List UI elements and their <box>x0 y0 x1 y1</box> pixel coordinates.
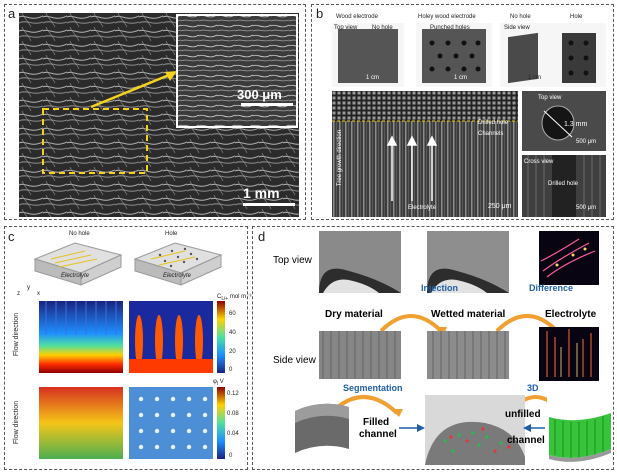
diameter-label: 1.3 mm <box>564 121 588 128</box>
segmentation-label: Segmentation <box>343 383 403 393</box>
drilled-hole-label: Drilled hole <box>548 181 579 187</box>
photo-title-nohole: No hole <box>510 14 531 20</box>
slab-diagrams <box>33 242 223 286</box>
filled-channel-l1: Filled <box>363 417 390 428</box>
sem-channels-image <box>332 91 518 217</box>
panel-b-label: b <box>316 6 324 21</box>
c-title-hole: Hole <box>165 231 178 237</box>
sem-cross-view <box>522 155 606 217</box>
main-scale-bar <box>243 203 295 206</box>
sem-top-view <box>522 91 606 151</box>
potential-heatmaps <box>39 387 225 459</box>
cbar1-tick-2: 20 <box>229 349 236 355</box>
ct-top-wetted <box>427 231 509 293</box>
filled-arrow <box>399 424 425 432</box>
inset-scale-bar <box>241 103 293 106</box>
difference-label: Difference <box>529 283 574 293</box>
panel-a-sem-image <box>19 13 299 217</box>
panel-c-label: c <box>8 229 15 244</box>
row-side-view: Side view <box>273 355 316 366</box>
segmentation-input <box>295 403 349 453</box>
wood-electrode-photo <box>332 23 404 87</box>
axis-y: y <box>27 285 30 291</box>
photo-title-hole: Hole <box>570 14 583 20</box>
filled-channel-l2: channel <box>359 429 397 440</box>
cbar1-tick-0: 60 <box>229 311 236 317</box>
ct-side-wetted <box>427 331 509 379</box>
cbar1-tick-1: 40 <box>229 330 236 336</box>
panel-a-label: a <box>8 6 16 21</box>
electrolyte-label-d: Electrolyte <box>545 309 597 320</box>
cbar2-tick-2: 0.04 <box>227 431 239 437</box>
photo-scale-3: 1 cm <box>528 75 542 81</box>
dry-material-label: Dry material <box>325 309 383 320</box>
axis-x: x <box>37 291 40 297</box>
holey-electrode-photo <box>416 23 492 87</box>
unfilled-channel-l1: unfilled <box>505 409 541 420</box>
channels-label: Channels <box>478 131 504 137</box>
panel-d: d Top view Side view Injection Differenc… <box>252 226 614 470</box>
photo-title-holey: Holey wood electrode <box>418 14 476 20</box>
ct-top-electrolyte <box>539 231 599 285</box>
panel-d-label: d <box>258 229 266 244</box>
cross-view-label: Cross view <box>524 159 554 165</box>
photo-tag-side: Side view <box>504 25 530 31</box>
axis-z: z <box>17 291 20 297</box>
panel-a: a 300 μm 1 mm <box>4 4 306 220</box>
scale-500-cross: 500 μm <box>576 205 597 211</box>
drilled-hole-label-left: Drilled hole <box>478 120 509 126</box>
channels-3d <box>547 395 613 465</box>
scale-500-top: 500 μm <box>576 139 597 145</box>
wetted-material-label: Wetted material <box>431 309 506 320</box>
cbar2-tick-3: 0 <box>229 453 233 459</box>
inset-scale-label: 300 μm <box>237 87 282 102</box>
top-view-label-b: Top view <box>538 95 562 101</box>
electrolyte-label-b: Electrolyte <box>408 205 437 211</box>
segmented-channels <box>425 395 525 465</box>
row-top-view: Top view <box>273 255 312 266</box>
three-d-label: 3D <box>527 383 539 393</box>
photo-tag-punched: Punched holes <box>430 25 470 31</box>
c-title-nohole: No hole <box>69 231 90 237</box>
side-view-photo <box>500 23 606 87</box>
injection-label: Injection <box>421 283 459 293</box>
concentration-heatmaps <box>39 301 225 373</box>
panel-c: c No hole Hole Electrolyte Electrolyte y… <box>4 226 252 470</box>
photo-tag-nohole: No hole <box>372 25 393 31</box>
photo-tag-top: Top view <box>334 25 358 31</box>
ct-top-dry <box>319 231 401 293</box>
cbar2-tick-1: 0.08 <box>227 411 239 417</box>
cbar2-tick-0: 0.12 <box>227 391 239 397</box>
ct-side-dry <box>319 331 401 379</box>
cbar1-tick-3: 0 <box>229 367 233 373</box>
c-electrolyte-1: Electrolyte <box>61 273 90 279</box>
photo-scale-1: 1 cm <box>366 75 380 81</box>
photo-title-wood: Wood electrode <box>336 14 378 20</box>
c-electrolyte-2: Electrolyte <box>163 273 192 279</box>
unfilled-channel-l2: channel <box>507 435 545 446</box>
cbar1-unit: CLi+ mol m⁻³ <box>217 294 252 303</box>
panel-b: b Wood electrode Holey wood electrode No… <box>311 4 614 220</box>
main-scale-label: 1 mm <box>243 185 280 201</box>
flow-direction-2: Flow direction <box>13 400 21 445</box>
flow-direction-1: Flow direction <box>13 312 21 357</box>
cbar2-unit: φl V <box>213 379 224 388</box>
photo-scale-2: 1 cm <box>454 75 468 81</box>
unfilled-arrow <box>523 424 545 432</box>
tree-growth-label: Tree growth direction <box>337 129 344 187</box>
ct-side-electrolyte <box>539 327 599 381</box>
scale-250: 250 μm <box>488 203 512 210</box>
